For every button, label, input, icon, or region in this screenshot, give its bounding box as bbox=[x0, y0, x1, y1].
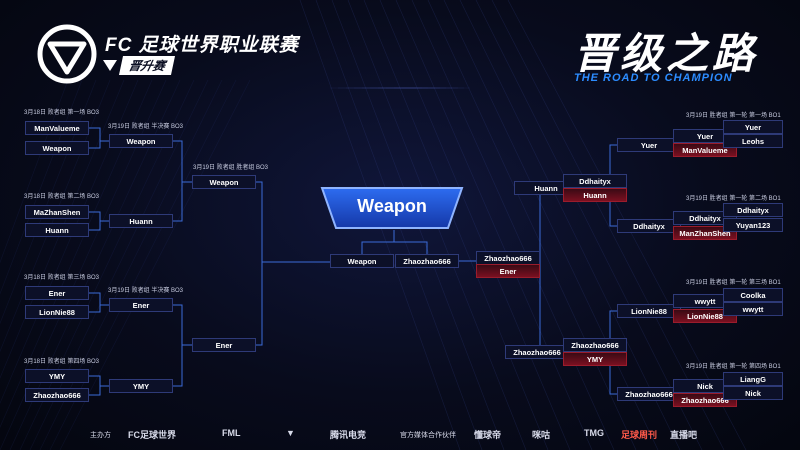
match-label: 3月19日 胜者组 第一轮 第一场 BO1 bbox=[686, 113, 781, 119]
match-label: 3月19日 胜者组 第一轮 第三场 BO1 bbox=[686, 280, 781, 286]
match-label: 3月18日 败者组 第二场 BO3 bbox=[24, 194, 100, 200]
media-logo: 懂球帝 bbox=[474, 430, 502, 440]
team-slot: MaZhanShen bbox=[25, 205, 89, 219]
road-title: 晋级之路 bbox=[574, 30, 759, 77]
match-label: 3月19日 败者组 胜者组 BO3 bbox=[193, 165, 269, 171]
team-slot: Ddhaityx bbox=[723, 203, 783, 217]
league-title: FC 足球世界职业联赛 bbox=[105, 35, 299, 56]
footer: 主办方 FC足球世界 FML ▼ 腾讯电竞 官方媒体合作伙伴 懂球帝 咪咕 TM… bbox=[0, 420, 800, 446]
team-slot: Yuer bbox=[723, 120, 783, 134]
league-subtitle: 晋升赛 bbox=[103, 56, 176, 75]
sponsor-logo: ▼ bbox=[286, 428, 295, 438]
team-slot: Coolka bbox=[723, 288, 783, 302]
match-label: 3月19日 胜者组 第一轮 第四场 BO1 bbox=[686, 364, 781, 370]
team-slot-eliminated: ManZhanShen bbox=[673, 226, 737, 240]
team-slot: Ddhaityx bbox=[617, 219, 681, 233]
media-logo: TMG bbox=[584, 428, 604, 438]
champion-banner: Weapon bbox=[320, 186, 464, 230]
team-slot: Huann bbox=[109, 214, 173, 228]
team-slot: Zhaozhao666 bbox=[617, 387, 681, 401]
team-slot: Huann bbox=[25, 223, 89, 237]
team-slot: Leohs bbox=[723, 134, 783, 148]
team-slot: Yuer bbox=[617, 138, 681, 152]
match-label: 3月19日 胜者组 第一轮 第二场 BO1 bbox=[686, 196, 781, 202]
team-slot: Ddhaityx bbox=[563, 174, 627, 188]
team-slot: Yuyan123 bbox=[723, 218, 783, 232]
media-logo: 咪咕 bbox=[532, 430, 551, 440]
sponsor-logo: FML bbox=[222, 428, 241, 438]
team-slot-eliminated: LionNie88 bbox=[673, 309, 737, 323]
team-slot: LiangG bbox=[723, 372, 783, 386]
team-slot-eliminated: YMY bbox=[563, 352, 627, 366]
league-logo bbox=[37, 24, 97, 84]
team-slot: Zhaozhao666 bbox=[563, 338, 627, 352]
team-slot: Weapon bbox=[192, 175, 256, 189]
sponsor-logo: 腾讯电竞 bbox=[330, 430, 367, 440]
triangle-icon bbox=[103, 60, 117, 71]
team-slot-eliminated: ManValueme bbox=[673, 143, 737, 157]
team-slot: Nick bbox=[723, 386, 783, 400]
team-slot: Weapon bbox=[109, 134, 173, 148]
final-slot: Weapon bbox=[330, 254, 394, 268]
match-label: 3月18日 败者组 第四场 BO3 bbox=[24, 359, 100, 365]
match-label: 3月19日 败者组 半决赛 BO3 bbox=[108, 288, 184, 294]
team-slot: wwytt bbox=[723, 302, 783, 316]
final-slot: Zhaozhao666 bbox=[395, 254, 459, 268]
team-slot: YMY bbox=[25, 369, 89, 383]
road-subtitle: THE ROAD TO CHAMPION bbox=[574, 72, 733, 84]
team-slot-eliminated: Ener bbox=[476, 264, 540, 278]
match-label: 3月18日 败者组 第一场 BO3 bbox=[24, 110, 100, 116]
team-slot: Zhaozhao666 bbox=[476, 251, 540, 265]
team-slot: Ener bbox=[109, 298, 173, 312]
match-label: 3月19日 败者组 半决赛 BO3 bbox=[108, 124, 184, 130]
match-label: 3月18日 败者组 第三场 BO3 bbox=[24, 275, 100, 281]
subtitle-label: 晋升赛 bbox=[118, 56, 176, 75]
team-slot: Zhaozhao666 bbox=[25, 388, 89, 402]
team-slot-eliminated: Zhaozhao666 bbox=[673, 393, 737, 407]
team-slot: LionNie88 bbox=[25, 305, 89, 319]
team-slot: ManValueme bbox=[25, 121, 89, 135]
sponsor-logo: FC足球世界 bbox=[128, 430, 176, 440]
team-slot: Ener bbox=[192, 338, 256, 352]
champion-name: Weapon bbox=[357, 196, 427, 216]
media-logo: 直播吧 bbox=[670, 430, 698, 440]
team-slot-eliminated: Huann bbox=[563, 188, 627, 202]
team-slot: LionNie88 bbox=[617, 304, 681, 318]
team-slot: Zhaozhao666 bbox=[505, 345, 569, 359]
team-slot: YMY bbox=[109, 379, 173, 393]
media-logo: 足球周刊 bbox=[621, 430, 658, 440]
organizer-label: 主办方 bbox=[90, 432, 111, 439]
team-slot: Ener bbox=[25, 286, 89, 300]
media-label: 官方媒体合作伙伴 bbox=[400, 432, 456, 439]
team-slot: Yuer bbox=[673, 129, 737, 143]
champion-frame bbox=[320, 187, 464, 229]
team-slot: Weapon bbox=[25, 141, 89, 155]
